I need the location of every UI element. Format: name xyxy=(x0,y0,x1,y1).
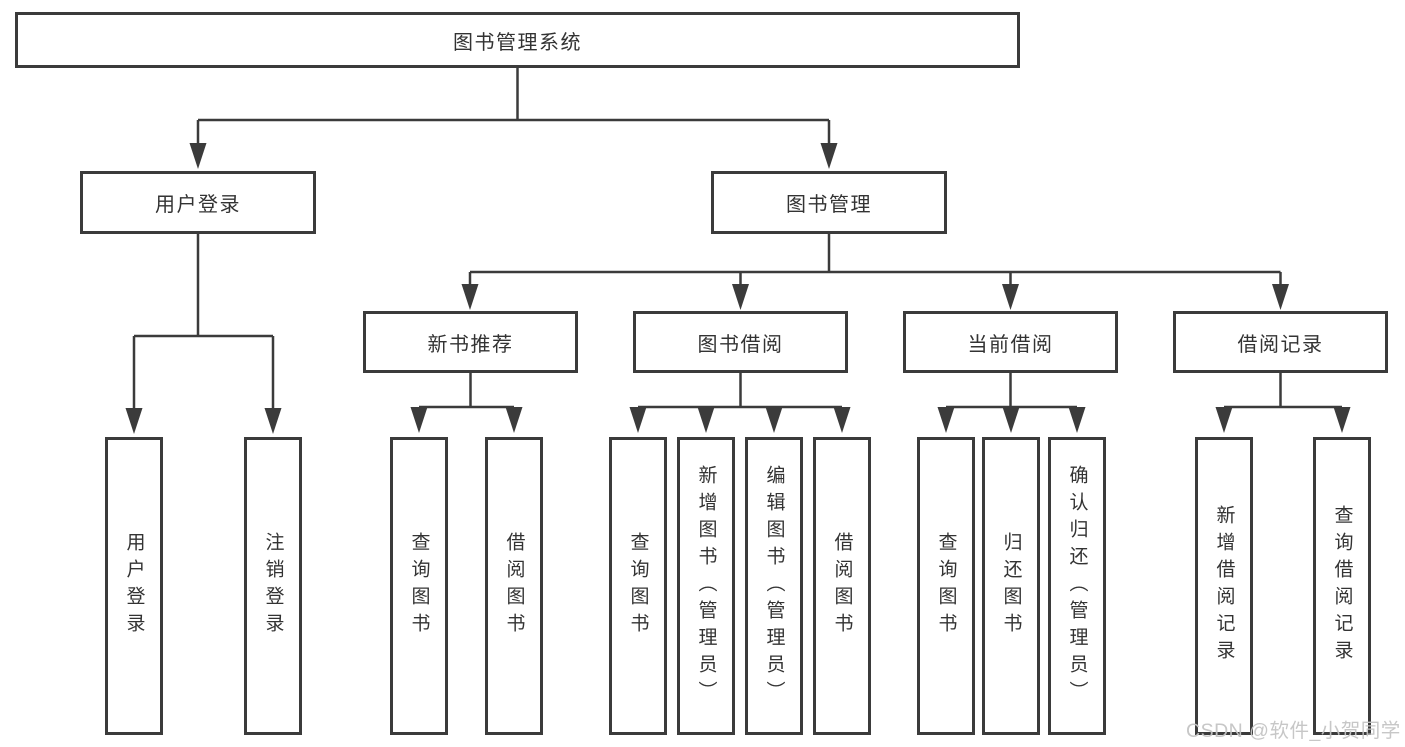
leaf-record-query-record: 查询借阅记录 xyxy=(1313,437,1371,735)
leaf-borrow-query-books: 查询图书 xyxy=(609,437,667,735)
leaf-current-query-books: 查询图书 xyxy=(917,437,975,735)
connector-root-to-level2 xyxy=(189,68,838,169)
connector-borrow-record-to-leaves xyxy=(1215,373,1351,433)
connector-new-book-to-leaves xyxy=(410,373,523,433)
connector-current-borrow-to-leaves xyxy=(937,373,1086,433)
leaf-borrow-edit-books-admin: 编辑图书（管理员） xyxy=(745,437,803,735)
node-borrowing-records: 借阅记录 xyxy=(1173,311,1388,373)
connector-book-mgmt-to-level3 xyxy=(461,234,1289,310)
node-user-login: 用户登录 xyxy=(80,171,316,234)
connector-user-login-to-leaves xyxy=(125,234,282,434)
node-current-borrowing: 当前借阅 xyxy=(903,311,1118,373)
csdn-watermark: CSDN @软件_小贺同学 xyxy=(1186,720,1401,742)
leaf-newbook-query-books: 查询图书 xyxy=(390,437,448,735)
leaf-newbook-borrow-books: 借阅图书 xyxy=(485,437,543,735)
leaf-record-add-record: 新增借阅记录 xyxy=(1195,437,1253,735)
node-book-management: 图书管理 xyxy=(711,171,947,234)
node-new-book-recommend: 新书推荐 xyxy=(363,311,578,373)
node-root-system-title: 图书管理系统 xyxy=(15,12,1020,68)
leaf-logout: 注销登录 xyxy=(244,437,302,735)
leaf-current-return-books: 归还图书 xyxy=(982,437,1040,735)
leaf-current-confirm-return-admin: 确认归还（管理员） xyxy=(1048,437,1106,735)
node-book-borrowing: 图书借阅 xyxy=(633,311,848,373)
leaf-user-login: 用户登录 xyxy=(105,437,163,735)
leaf-borrow-borrow-books: 借阅图书 xyxy=(813,437,871,735)
leaf-borrow-add-books-admin: 新增图书（管理员） xyxy=(677,437,735,735)
connector-book-borrow-to-leaves xyxy=(629,373,851,433)
